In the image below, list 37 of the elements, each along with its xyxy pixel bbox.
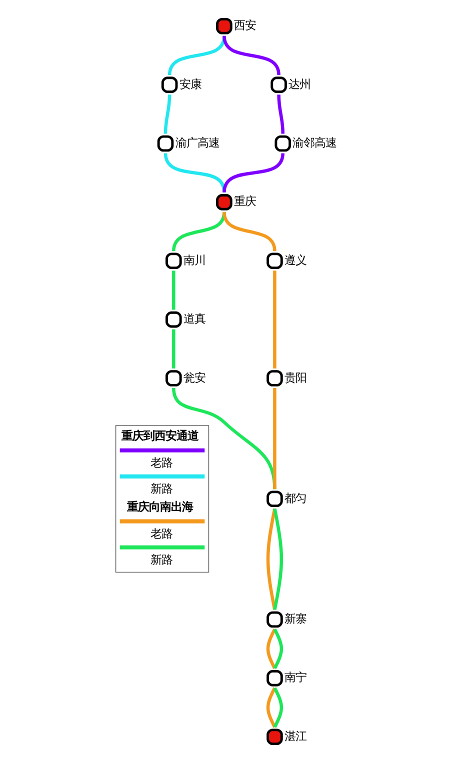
node-label: 湛江 xyxy=(284,728,306,743)
connector xyxy=(273,270,276,368)
node-label: 渝广高速 xyxy=(175,136,220,150)
legend-label: 老路 xyxy=(150,526,172,540)
label: 重庆到西安通道 xyxy=(121,428,198,443)
connector xyxy=(273,388,276,490)
node-label: 西安 xyxy=(234,18,256,32)
node-label: 贵阳 xyxy=(284,370,306,384)
node-label: 达州 xyxy=(288,76,311,91)
legend-label: 新路 xyxy=(150,482,172,496)
connector xyxy=(172,270,176,310)
connector xyxy=(164,94,172,134)
connector xyxy=(266,628,276,670)
node-label: 瓮安 xyxy=(183,370,206,384)
connector xyxy=(266,687,276,728)
connector xyxy=(273,628,284,670)
connector xyxy=(273,508,284,610)
connector xyxy=(266,508,276,610)
connector xyxy=(172,388,276,490)
connector xyxy=(222,36,280,76)
legend-label: 老路 xyxy=(150,455,172,470)
node-label: 新寨 xyxy=(284,612,306,626)
node-label: 都匀 xyxy=(284,490,306,505)
node-label: 重庆 xyxy=(234,194,256,208)
connector xyxy=(277,94,284,134)
node-label: 遵义 xyxy=(284,252,306,267)
node-label: 安康 xyxy=(179,76,202,91)
node-label: 南宁 xyxy=(284,670,306,684)
node-label: 南川 xyxy=(183,252,206,267)
legend-label: 新路 xyxy=(150,552,172,566)
node-label: 道真 xyxy=(183,312,206,326)
connector xyxy=(172,329,176,368)
label: 重庆向南出海 xyxy=(127,499,194,514)
connector xyxy=(222,153,284,193)
connector xyxy=(222,212,276,252)
connector xyxy=(273,687,284,728)
node-label: 渝邻高速 xyxy=(292,136,337,150)
